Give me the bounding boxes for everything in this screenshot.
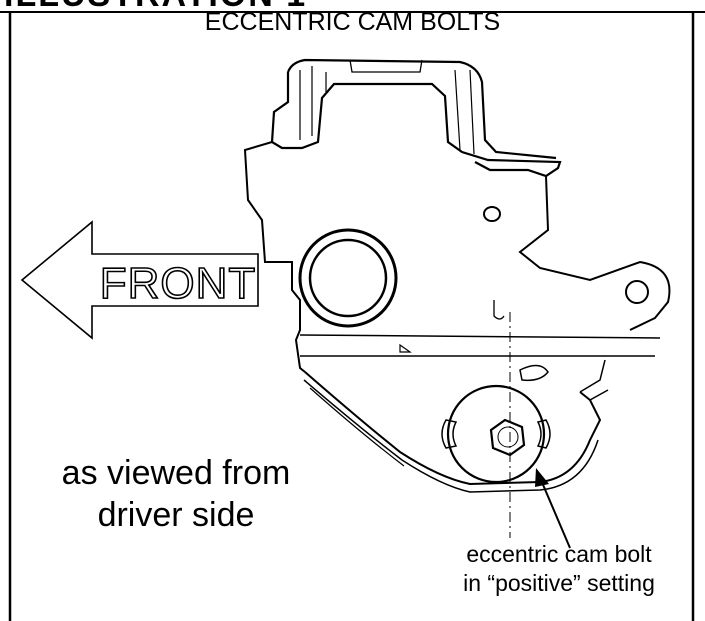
body-right-outline xyxy=(518,175,671,331)
cam-bolt-center xyxy=(497,426,519,448)
bushing-inner xyxy=(308,238,388,318)
leader-arrowhead xyxy=(535,468,549,487)
lower-arm-slot xyxy=(519,364,549,382)
view-caption: as viewed from driver side xyxy=(26,452,326,536)
front-arrow-label: FRONT xyxy=(100,259,257,308)
bracket-right-hatch xyxy=(454,69,475,155)
bushing-outer xyxy=(298,228,398,328)
bolt-caption: eccentric cam bolt in “positive” setting xyxy=(414,540,704,598)
bracket-top-notch xyxy=(349,59,423,73)
leader-line xyxy=(540,479,571,549)
front-arrow-icon xyxy=(20,220,259,340)
lower-arm-outer xyxy=(304,371,602,486)
body-small-tab xyxy=(399,343,412,353)
upper-hole xyxy=(483,206,501,222)
bracket-left-hatch xyxy=(299,66,327,140)
lower-arm-right-edge xyxy=(579,359,609,401)
illustration-header: ILLUSTRATION 1 xyxy=(4,0,307,15)
center-mark xyxy=(493,300,505,320)
view-caption-line-2: driver side xyxy=(97,496,255,534)
lower-arm-hatch xyxy=(309,387,405,467)
bolt-caption-line-1: eccentric cam bolt xyxy=(466,541,652,567)
cam-bolt-hex xyxy=(489,418,526,457)
bracket-top-outline xyxy=(286,58,557,160)
body-left-outline xyxy=(243,141,306,373)
lower-arm-inner xyxy=(303,379,599,493)
bracket-outer-outline xyxy=(270,72,562,178)
body-lower-edge xyxy=(299,334,661,357)
cam-right-guide xyxy=(536,419,551,449)
page-title: ECCENTRIC CAM BOLTS xyxy=(204,8,501,36)
cam-left-guide xyxy=(441,419,458,449)
bolt-caption-line-2: in “positive” setting xyxy=(463,570,655,596)
right-hole xyxy=(625,280,649,304)
view-caption-line-1: as viewed from xyxy=(61,454,291,492)
